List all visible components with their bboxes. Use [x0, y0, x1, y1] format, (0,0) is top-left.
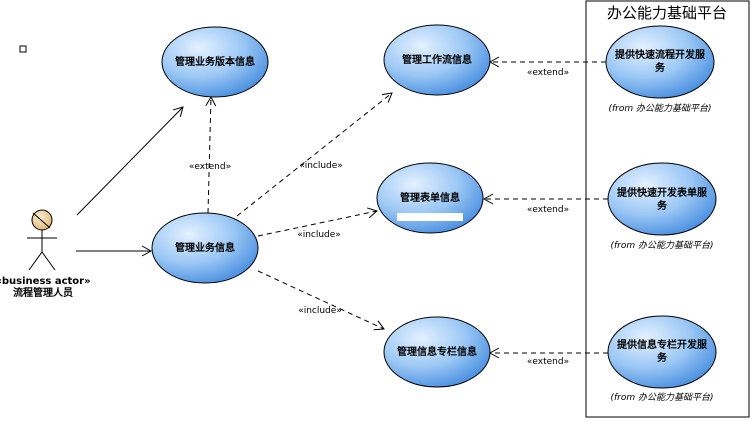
extend-column-label: «extend»: [527, 357, 569, 367]
use-case-svc-column-from: (from 办公能力基础平台): [610, 392, 713, 403]
include-workflow-label: «include»: [299, 161, 343, 171]
use-case-svc-workflow-ellipse: [605, 25, 715, 99]
use-case-svc-form-label-line1: 提供快速开发表单服: [617, 186, 708, 199]
use-case-svc-form[interactable]: 提供快速开发表单服 务 (from 办公能力基础平台): [607, 162, 717, 251]
extend-business-version[interactable]: [205, 95, 217, 214]
use-case-form[interactable]: 管理表单信息: [376, 162, 484, 234]
use-case-business-label: 管理业务信息: [175, 241, 235, 254]
include-form-label: «include»: [297, 230, 341, 240]
use-case-version-label: 管理业务版本信息: [175, 55, 255, 68]
use-case-workflow-label: 管理工作流信息: [402, 53, 472, 66]
extend-workflow-label: «extend»: [527, 68, 569, 78]
diagram-marker-square: [19, 45, 27, 53]
actor-name: 流程管理人员: [13, 286, 73, 299]
use-case-svc-workflow-label-line1: 提供快速流程开发服: [615, 48, 706, 61]
include-business-workflow[interactable]: [236, 92, 393, 217]
use-case-svc-form-ellipse: [607, 162, 717, 236]
use-case-business-ellipse: [151, 212, 259, 284]
use-case-workflow-ellipse: [383, 24, 491, 96]
use-case-svc-column[interactable]: 提供信息专栏开发服 务 (from 办公能力基础平台): [607, 315, 717, 403]
use-case-form-label: 管理表单信息: [400, 191, 460, 204]
include-business-column[interactable]: [257, 270, 385, 331]
actor-head-slash: [32, 212, 51, 229]
boundary-title: 办公能力基础平台: [607, 4, 727, 22]
system-boundary: 办公能力基础平台: [585, 0, 750, 418]
actor-process-manager[interactable]: «business actor» 流程管理人员: [0, 209, 91, 299]
use-case-column[interactable]: 管理信息专栏信息: [383, 316, 491, 388]
actor-left-leg: [28, 251, 43, 271]
extend-form-label: «extend»: [527, 205, 569, 215]
use-case-form-mask: [397, 213, 463, 221]
actor-right-leg: [41, 251, 56, 271]
use-case-svc-workflow-from: (from 办公能力基础平台): [608, 103, 711, 114]
use-case-svc-column-ellipse: [607, 315, 717, 389]
use-case-version[interactable]: 管理业务版本信息: [161, 26, 269, 98]
actor-stereotype: «business actor»: [0, 276, 91, 287]
use-case-svc-workflow-label-line2: 务: [655, 61, 666, 74]
extend-version-label: «extend»: [189, 162, 231, 172]
use-case-svc-column-label-line2: 务: [657, 351, 668, 364]
relationship-lines: [76, 56, 608, 359]
boundary-frame: [585, 0, 750, 418]
use-case-column-label: 管理信息专栏信息: [397, 345, 477, 358]
use-case-version-ellipse: [161, 26, 269, 98]
use-case-svc-form-from: (from 办公能力基础平台): [610, 240, 713, 251]
use-case-svc-workflow[interactable]: 提供快速流程开发服 务 (from 办公能力基础平台): [605, 25, 715, 114]
use-case-column-ellipse: [383, 316, 491, 388]
use-case-workflow[interactable]: 管理工作流信息: [383, 24, 491, 96]
use-case-svc-column-label-line1: 提供信息专栏开发服: [617, 338, 708, 351]
association-actor-version[interactable]: [76, 106, 184, 216]
include-business-form[interactable]: [257, 207, 379, 237]
relationship-labels: «extend» «include» «include» «include» «…: [189, 68, 569, 367]
include-column-label: «include»: [298, 306, 342, 316]
use-case-business[interactable]: 管理业务信息: [151, 212, 259, 284]
use-case-svc-form-label-line2: 务: [657, 199, 668, 212]
